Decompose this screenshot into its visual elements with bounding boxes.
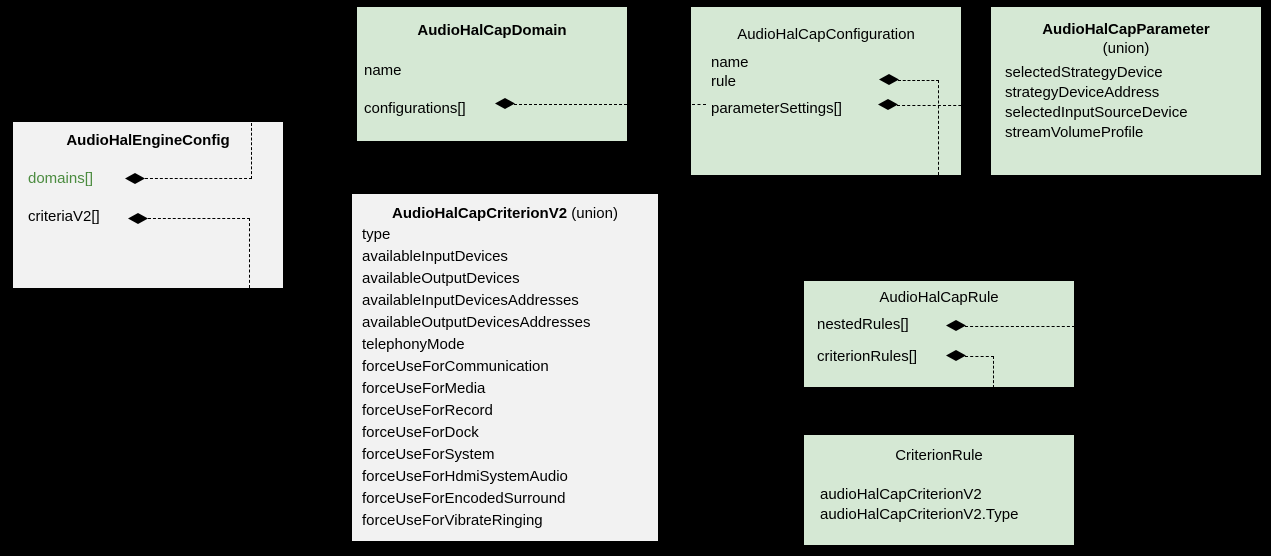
attribute-available-input-devices: availableInputDevices bbox=[362, 248, 508, 265]
attribute-configurations: configurations[] bbox=[364, 100, 466, 117]
class-box-criterion-rule[interactable]: CriterionRule audioHalCapCriterionV2 aud… bbox=[804, 435, 1074, 545]
attribute-force-use-for-encoded-surround: forceUseForEncodedSurround bbox=[362, 490, 566, 507]
class-box-audio-hal-engine-config[interactable]: AudioHalEngineConfig domains[] criteriaV… bbox=[13, 122, 283, 288]
attribute-name: name bbox=[711, 54, 749, 71]
attribute-force-use-for-system: forceUseForSystem bbox=[362, 446, 495, 463]
aggregation-diamond-nested-rules bbox=[946, 320, 966, 331]
aggregation-diamond-criterion-rules bbox=[946, 350, 966, 361]
attribute-name: name bbox=[364, 62, 402, 79]
connector-rule-vertical bbox=[938, 80, 939, 175]
attribute-available-input-devices-addresses: availableInputDevicesAddresses bbox=[362, 292, 579, 309]
class-title-audio-hal-engine-config: AudioHalEngineConfig bbox=[66, 132, 230, 149]
attribute-selected-strategy-device: selectedStrategyDevice bbox=[1005, 64, 1163, 81]
connector-criteria-v2-vertical bbox=[249, 218, 250, 288]
connector-criterion-rules-vertical bbox=[993, 356, 994, 388]
attribute-criteria-v2: criteriaV2[] bbox=[28, 208, 100, 225]
class-title-audio-hal-cap-criterion-v2: AudioHalCapCriterionV2 (union) bbox=[352, 204, 658, 223]
class-title-audio-hal-cap-parameter: AudioHalCapParameter bbox=[1042, 21, 1210, 38]
attribute-nested-rules: nestedRules[] bbox=[817, 316, 909, 333]
connector-criteria-v2-horizontal bbox=[148, 218, 250, 219]
attribute-force-use-for-hdmi-system-audio: forceUseForHdmiSystemAudio bbox=[362, 468, 568, 485]
aggregation-diamond-criteria-v2 bbox=[128, 213, 148, 224]
attribute-parameter-settings: parameterSettings[] bbox=[711, 100, 842, 117]
attribute-rule: rule bbox=[711, 73, 737, 90]
connector-configurations-horizontal bbox=[514, 104, 692, 105]
connector-gap-mask-parameter-settings bbox=[962, 98, 990, 113]
attribute-selected-input-source-device: selectedInputSourceDevice bbox=[1005, 104, 1188, 121]
attribute-type: type bbox=[362, 226, 391, 243]
connector-domains-horizontal bbox=[145, 178, 252, 179]
attribute-domains: domains[] bbox=[28, 170, 94, 187]
connector-gap-mask-configurations bbox=[628, 98, 691, 112]
attribute-audio-hal-cap-criterion-v2: audioHalCapCriterionV2 bbox=[820, 486, 982, 503]
class-title-criterion-rule: CriterionRule bbox=[895, 447, 983, 464]
class-subtitle-union: (union) bbox=[1102, 40, 1150, 57]
class-title-audio-hal-cap-rule: AudioHalCapRule bbox=[879, 289, 999, 306]
attribute-force-use-for-dock: forceUseForDock bbox=[362, 424, 479, 441]
class-box-audio-hal-cap-configuration[interactable]: AudioHalCapConfiguration name rule param… bbox=[691, 7, 961, 175]
connector-configurations-inbound-stub bbox=[692, 104, 706, 105]
connector-nested-rules-horizontal bbox=[965, 326, 1075, 327]
attribute-stream-volume-profile: streamVolumeProfile bbox=[1005, 124, 1144, 141]
attribute-telephony-mode: telephonyMode bbox=[362, 336, 465, 353]
class-title-audio-hal-cap-configuration: AudioHalCapConfiguration bbox=[737, 26, 915, 43]
attribute-force-use-for-record: forceUseForRecord bbox=[362, 402, 493, 419]
attribute-force-use-for-vibrate-ringing: forceUseForVibrateRinging bbox=[362, 512, 543, 529]
aggregation-diamond-rule bbox=[879, 74, 899, 85]
aggregation-diamond-domains bbox=[125, 173, 145, 184]
connector-criterion-rules-horizontal bbox=[965, 356, 994, 357]
aggregation-diamond-configurations bbox=[495, 98, 515, 109]
class-box-audio-hal-cap-parameter[interactable]: AudioHalCapParameter (union) selectedStr… bbox=[991, 7, 1261, 175]
attribute-strategy-device-address: strategyDeviceAddress bbox=[1005, 84, 1160, 101]
attribute-criterion-rules: criterionRules[] bbox=[817, 348, 918, 365]
attribute-available-output-devices-addresses: availableOutputDevicesAddresses bbox=[362, 314, 591, 331]
class-box-audio-hal-cap-domain[interactable]: AudioHalCapDomain name configurations[] bbox=[357, 7, 627, 141]
attribute-force-use-for-communication: forceUseForCommunication bbox=[362, 358, 549, 375]
connector-rule-horizontal bbox=[898, 80, 939, 81]
class-box-audio-hal-cap-criterion-v2[interactable]: AudioHalCapCriterionV2 (union) type avai… bbox=[352, 194, 658, 541]
attribute-force-use-for-media: forceUseForMedia bbox=[362, 380, 486, 397]
connector-domains-vertical bbox=[251, 123, 252, 179]
connector-parameter-settings-horizontal bbox=[897, 105, 992, 106]
class-box-audio-hal-cap-rule[interactable]: AudioHalCapRule nestedRules[] criterionR… bbox=[804, 281, 1074, 387]
attribute-available-output-devices: availableOutputDevices bbox=[362, 270, 520, 287]
class-title-union-suffix: (union) bbox=[571, 205, 618, 222]
aggregation-diamond-parameter-settings bbox=[878, 99, 898, 110]
attribute-audio-hal-cap-criterion-v2-type: audioHalCapCriterionV2.Type bbox=[820, 506, 1019, 523]
class-title-text: AudioHalCapCriterionV2 bbox=[392, 205, 568, 222]
class-title-audio-hal-cap-domain: AudioHalCapDomain bbox=[417, 22, 567, 39]
